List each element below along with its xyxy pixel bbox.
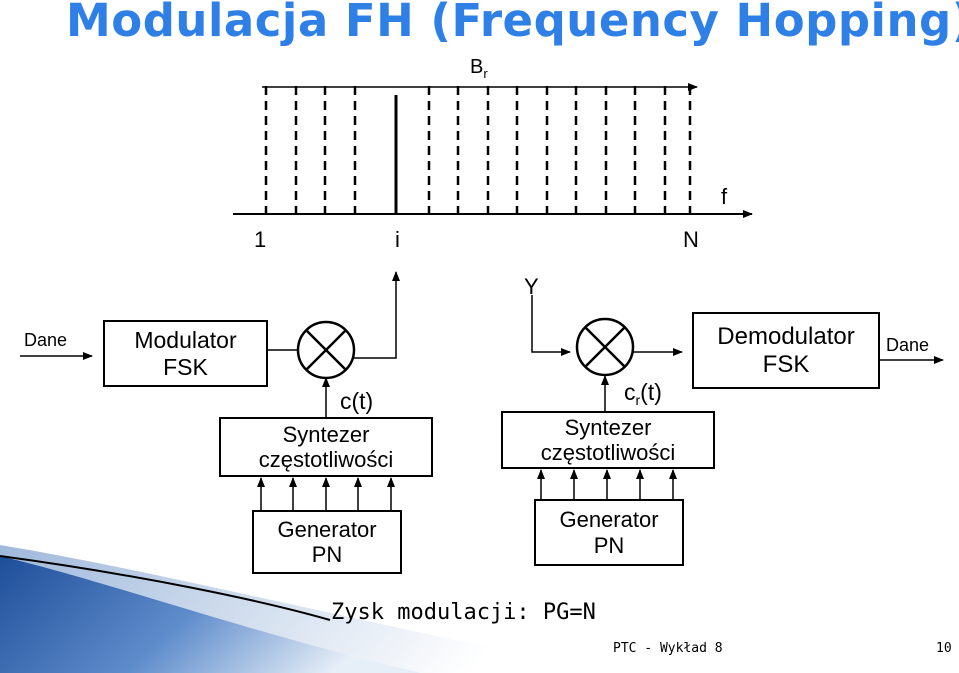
tx-output-line	[354, 271, 400, 359]
channel-index-i: i	[395, 227, 400, 252]
tx-synth-label: Syntezer częstotliwości	[258, 421, 394, 472]
slide-title: Modulacja FH (Frequency Hopping)	[66, 0, 959, 47]
page-number: 10	[936, 641, 952, 656]
tx-synth-box	[219, 417, 433, 477]
frequency-axis-label: f	[721, 184, 728, 209]
demodulator-label: Demodulator FSK	[717, 322, 855, 378]
rx-synth-box	[501, 411, 715, 469]
tx-carrier-label: c(t)	[340, 388, 374, 414]
modulator-box	[103, 320, 268, 387]
rx-input-line	[531, 295, 571, 356]
spectrum-dashed-lines	[264, 86, 692, 214]
tx-input-label: Dane	[24, 330, 68, 350]
footer-course: PTC - Wykład 8	[613, 641, 723, 656]
channel-index-first: 1	[254, 227, 267, 252]
processing-gain-text: Zysk modulacji: PG=N	[331, 600, 596, 625]
rx-carrier-label: cr(t)	[624, 379, 662, 408]
rx-mixer-symbol	[575, 317, 635, 377]
channel-index-last: N	[683, 227, 699, 252]
demodulator-box	[692, 312, 880, 389]
rx-pn-arrows	[537, 469, 677, 500]
tx-mixer-symbol	[296, 320, 356, 380]
rx-output-label: Dane	[886, 335, 930, 355]
rx-channel-label: Y	[524, 274, 539, 299]
bandwidth-label: Br	[470, 56, 488, 81]
rx-synth-label: Syntezer częstotliwości	[540, 414, 676, 465]
modulator-label: Modulator FSK	[134, 327, 237, 380]
tx-pn-box	[252, 510, 402, 574]
tx-pn-label: Generator PN	[277, 516, 377, 567]
rx-pn-box	[534, 499, 684, 566]
tx-pn-arrows	[257, 477, 395, 512]
rx-pn-label: Generator PN	[559, 507, 659, 558]
decorative-swoosh	[0, 545, 560, 673]
